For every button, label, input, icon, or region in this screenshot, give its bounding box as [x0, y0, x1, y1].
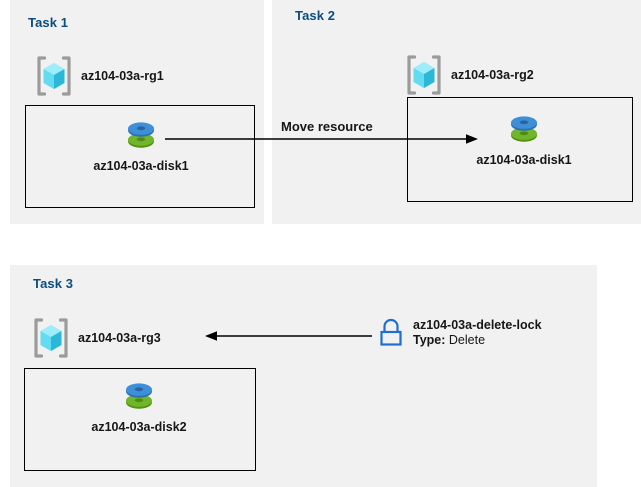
lock-label: az104-03a-delete-lock: [413, 318, 542, 332]
disk-node-task-2: az104-03a-disk1: [468, 108, 580, 167]
lock-type-key: Type:: [413, 333, 446, 348]
connector-lock-to-resource-group: [205, 331, 372, 341]
panel-title-task-3: Task 3: [33, 276, 74, 291]
resource-group-node-task-1: az104-03a-rg1: [35, 56, 164, 96]
resource-group-icon: [405, 55, 443, 95]
panel-task-1: [10, 0, 264, 224]
panel-title-task-1: Task 1: [28, 15, 69, 30]
disk-node-task-1: az104-03a-disk1: [85, 114, 197, 173]
connector-label-move-resource: Move resource: [281, 119, 373, 134]
resource-group-box-task-2: [407, 97, 633, 202]
lock-node: az104-03a-delete-lock Type: Delete: [376, 317, 542, 349]
resource-group-label-task-1: az104-03a-rg1: [81, 69, 164, 83]
disk-node-task-3: az104-03a-disk2: [83, 375, 195, 434]
resource-group-icon: [32, 318, 70, 358]
lock-text-block: az104-03a-delete-lock Type: Delete: [413, 317, 542, 349]
lock-type-row: Type: Delete: [413, 333, 542, 348]
managed-disk-icon: [118, 375, 160, 417]
resource-group-box-task-3: [24, 368, 256, 471]
disk-label-task-1: az104-03a-disk1: [93, 159, 189, 173]
managed-disk-icon: [503, 108, 545, 150]
resource-group-label-task-3: az104-03a-rg3: [78, 331, 161, 345]
panel-task-3: [10, 265, 597, 487]
resource-group-box-task-1: [25, 105, 255, 208]
lock-icon: [376, 317, 406, 349]
resource-group-label-task-2: az104-03a-rg2: [451, 68, 534, 82]
resource-group-node-task-2: az104-03a-rg2: [405, 55, 534, 95]
panel-title-task-2: Task 2: [295, 8, 336, 23]
managed-disk-icon: [120, 114, 162, 156]
resource-group-icon: [35, 56, 73, 96]
lock-type-value: Delete: [448, 333, 486, 348]
resource-group-node-task-3: az104-03a-rg3: [32, 318, 161, 358]
panel-task-2: [272, 0, 641, 224]
connector-move-resource: [165, 134, 478, 144]
disk-label-task-2: az104-03a-disk1: [476, 153, 572, 167]
disk-label-task-3: az104-03a-disk2: [91, 420, 187, 434]
